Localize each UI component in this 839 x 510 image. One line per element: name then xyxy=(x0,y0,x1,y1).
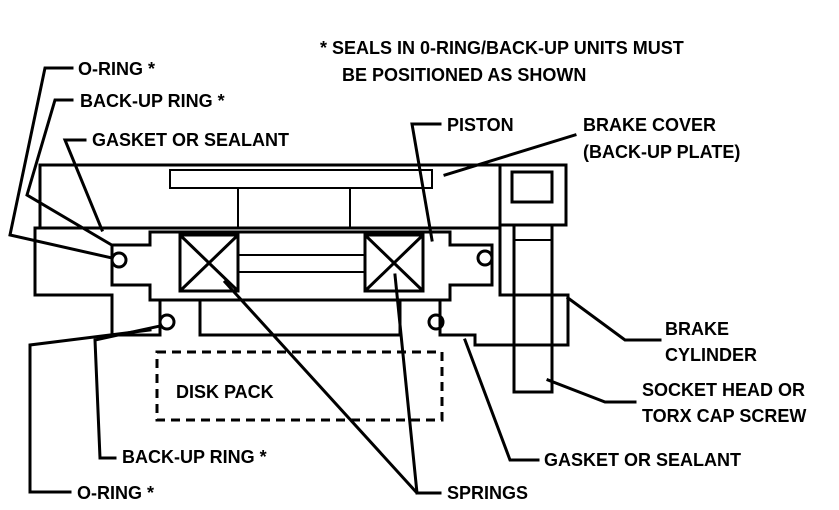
springs xyxy=(178,233,425,293)
disk-pack-outline xyxy=(155,350,444,422)
label-brake: BRAKE xyxy=(665,319,729,339)
note-line-2: BE POSITIONED AS SHOWN xyxy=(342,65,586,85)
label-disk-pack: DISK PACK xyxy=(176,382,274,402)
note-text: * SEALS IN 0-RING/BACK-UP UNITS MUST BE … xyxy=(320,38,684,85)
label-o-ring-top: O-RING * xyxy=(78,59,155,79)
brake-cover-plate xyxy=(38,163,502,230)
label-back-up-ring-top: BACK-UP RING * xyxy=(80,91,225,111)
label-piston: PISTON xyxy=(447,115,514,135)
label-torx-cap-screw: TORX CAP SCREW xyxy=(642,406,806,426)
piston xyxy=(110,230,494,302)
label-springs: SPRINGS xyxy=(447,483,528,503)
label-back-up-ring-bottom: BACK-UP RING * xyxy=(122,447,267,467)
leader-lines xyxy=(8,66,662,495)
label-back-up-plate: (BACK-UP PLATE) xyxy=(583,142,740,162)
o-rings xyxy=(110,249,494,331)
label-socket-head: SOCKET HEAD OR xyxy=(642,380,805,400)
label-brake-cover: BRAKE COVER xyxy=(583,115,716,135)
cap-screw xyxy=(498,163,568,394)
label-gasket-top: GASKET OR SEALANT xyxy=(92,130,289,150)
label-cylinder: CYLINDER xyxy=(665,345,757,365)
label-gasket-bottom: GASKET OR SEALANT xyxy=(544,450,741,470)
note-line-1: * SEALS IN 0-RING/BACK-UP UNITS MUST xyxy=(320,38,684,58)
label-o-ring-bottom: O-RING * xyxy=(77,483,154,503)
